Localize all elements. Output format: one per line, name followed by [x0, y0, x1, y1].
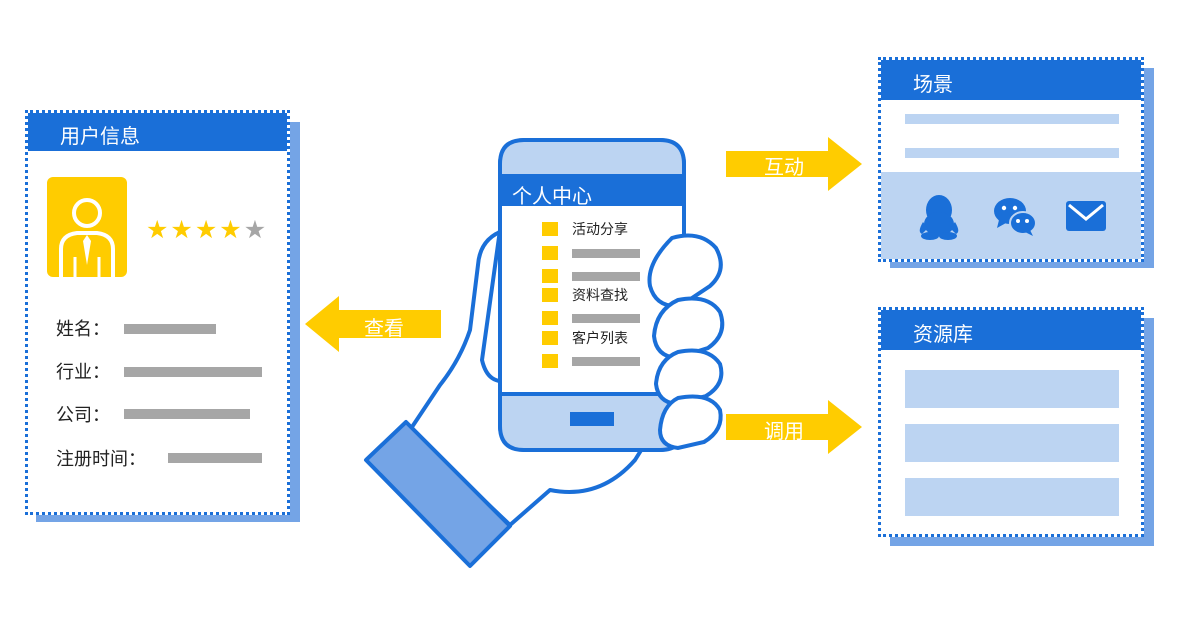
field-value-company [124, 409, 250, 419]
menu-item-placeholder[interactable] [542, 266, 672, 286]
scene-line [905, 148, 1119, 158]
scene-card: 场景 [878, 57, 1144, 262]
mail-icon[interactable] [1065, 200, 1107, 232]
menu-item-bar [572, 357, 640, 366]
wechat-icon[interactable] [993, 196, 1037, 236]
field-label-register-time: 注册时间： [56, 449, 146, 470]
menu-item-label: 活动分享 [572, 222, 628, 238]
menu-item-label: 资料查找 [572, 288, 628, 304]
user-card-header: 用户信息 [28, 113, 287, 151]
resource-card-title: 资源库 [913, 322, 973, 346]
scene-card-title: 场景 [913, 72, 953, 96]
menu-item-activity-share[interactable]: 活动分享 [542, 219, 672, 239]
field-label-name: 姓名： [56, 319, 110, 340]
menu-item-placeholder[interactable] [542, 351, 672, 371]
scene-icon-band [881, 172, 1141, 259]
star-icon: ★ [194, 215, 220, 244]
menu-item-bar [572, 249, 640, 258]
menu-bullet-icon [542, 311, 558, 325]
star-icon: ★ [146, 215, 171, 244]
menu-item-client-list[interactable]: 客户列表 [542, 328, 672, 348]
star-icon: ★ [170, 215, 195, 244]
field-label-company: 公司： [56, 405, 110, 426]
user-card-title: 用户信息 [60, 124, 140, 148]
arrow-left-view [305, 296, 441, 352]
star-icon: ★ [219, 215, 244, 244]
menu-bullet-icon [542, 288, 558, 302]
menu-bullet-icon [542, 331, 558, 345]
menu-item-label: 客户列表 [572, 331, 628, 347]
menu-bullet-icon [542, 354, 558, 368]
menu-item-placeholder[interactable] [542, 243, 672, 263]
arrow-label-interact: 互动 [764, 155, 804, 179]
scene-line [905, 114, 1119, 124]
menu-item-placeholder[interactable] [542, 308, 672, 328]
field-value-register-time [168, 453, 262, 463]
user-avatar-icon [59, 198, 115, 277]
resource-row[interactable] [905, 424, 1119, 462]
arrow-label-invoke: 调用 [764, 419, 804, 443]
scene-card-header: 场景 [881, 60, 1141, 100]
qq-icon[interactable] [919, 194, 959, 240]
field-value-industry [124, 367, 262, 377]
arrow-right-interact [726, 137, 862, 191]
rating-stars: ★★★★★ [146, 215, 268, 244]
arrow-right-invoke [726, 400, 862, 454]
avatar [47, 177, 127, 277]
menu-bullet-icon [542, 222, 558, 236]
arrow-label-view: 查看 [364, 316, 404, 340]
field-value-name [124, 324, 216, 334]
menu-item-bar [572, 314, 640, 323]
hand-phone-illustration [364, 138, 725, 568]
phone-title: 个人中心 [512, 184, 592, 208]
menu-bullet-icon [542, 269, 558, 283]
resource-row[interactable] [905, 478, 1119, 516]
menu-item-data-search[interactable]: 资料查找 [542, 285, 672, 305]
menu-bullet-icon [542, 246, 558, 260]
resource-card-header: 资源库 [881, 310, 1141, 350]
user-info-card: 用户信息 ★★★★★ 姓名： 行业： 公司： 注册时间： [25, 110, 290, 515]
resource-row[interactable] [905, 370, 1119, 408]
resource-card: 资源库 [878, 307, 1144, 537]
field-label-industry: 行业： [56, 362, 110, 383]
star-empty-icon: ★ [243, 215, 269, 244]
phone-screen: 个人中心 活动分享 资料查找 客户列表 [500, 176, 684, 394]
menu-item-bar [572, 272, 640, 281]
